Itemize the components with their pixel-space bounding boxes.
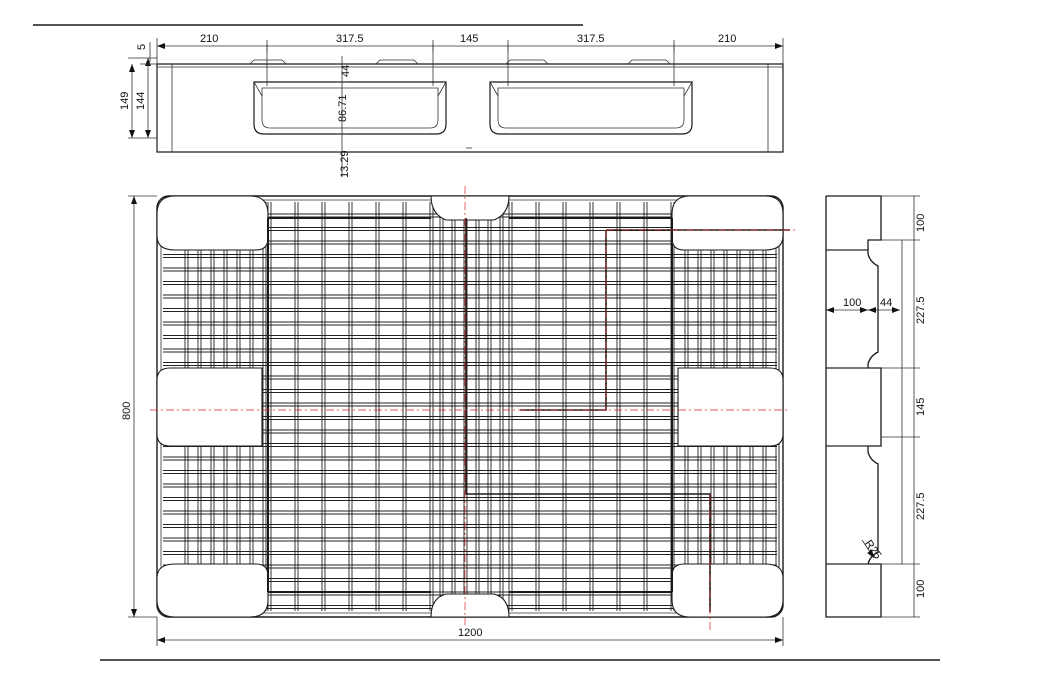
dim-44-top: 44 — [340, 65, 352, 77]
dim-86: 86.71 — [337, 94, 349, 122]
dim-317-right: 317.5 — [577, 33, 605, 45]
dim-44-side: 44 — [880, 297, 892, 309]
dim-210-left: 210 — [200, 33, 218, 45]
dim-1200: 1200 — [458, 627, 482, 639]
dim-145-side: 145 — [915, 398, 927, 416]
front-view — [128, 38, 784, 176]
dim-100-top: 100 — [915, 214, 927, 232]
dim-317-left: 317.5 — [336, 33, 364, 45]
side-view — [825, 195, 920, 618]
dim-149: 149 — [119, 92, 131, 110]
dim-100-horizontal: 100 — [843, 297, 861, 309]
dim-800: 800 — [121, 402, 133, 420]
dim-210-right: 210 — [718, 33, 736, 45]
dim-r25: R25 — [862, 538, 883, 561]
dim-100-bottom: 100 — [915, 580, 927, 598]
dim-13: 13.29 — [339, 150, 351, 178]
dim-145-top: 145 — [460, 33, 478, 45]
plan-view — [128, 186, 795, 646]
side-view-dimensions: 100 227.5 145 227.5 100 100 44 R25 — [843, 214, 927, 598]
dim-5: 5 — [136, 44, 148, 50]
dim-227-bottom: 227.5 — [915, 492, 927, 520]
dim-227-top: 227.5 — [915, 296, 927, 324]
front-view-dimensions: 5 210 317.5 145 317.5 210 44 86.71 13.29… — [119, 33, 736, 178]
plan-view-dimensions: 800 1200 — [121, 402, 482, 639]
dim-144: 144 — [135, 92, 147, 110]
